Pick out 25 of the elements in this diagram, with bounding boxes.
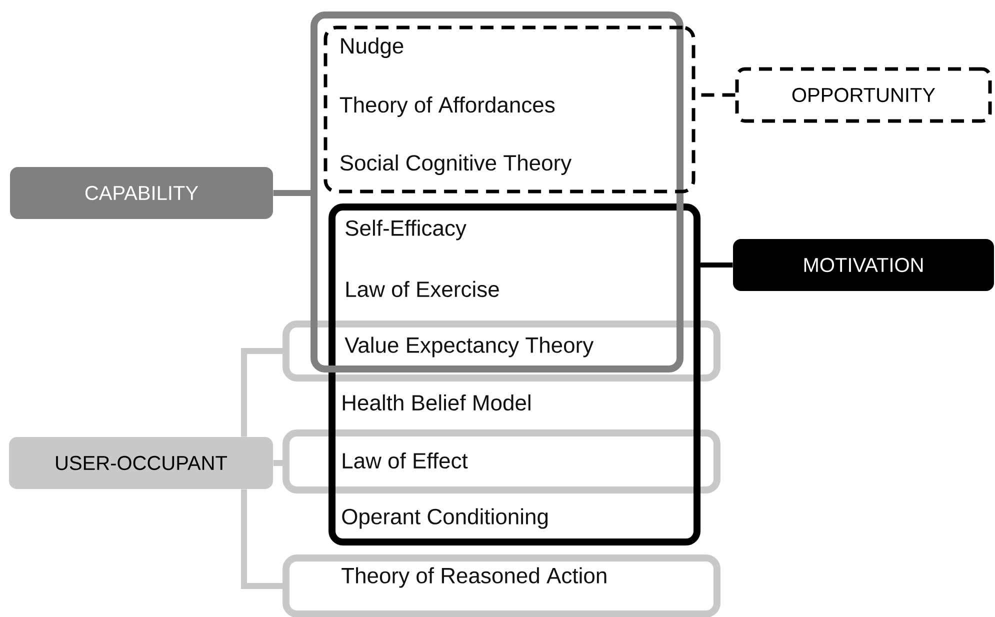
theory-text: Law of Exercise xyxy=(346,280,499,298)
row-frame xyxy=(282,554,720,617)
theory-text: Value Expectancy Theory xyxy=(344,336,594,358)
theory-text: Theory of Affordances xyxy=(340,96,555,117)
connector-line xyxy=(273,460,282,466)
grouping-frame xyxy=(328,204,701,546)
theory-text: Health Belief Model xyxy=(342,394,530,411)
connector-line xyxy=(241,348,282,437)
category-label: CAPABILITY xyxy=(10,167,273,219)
category-label: MOTIVATION xyxy=(733,239,994,291)
grouping-frame xyxy=(310,12,684,372)
theory-text: Self-Efficacy xyxy=(346,220,466,240)
connector-line xyxy=(241,489,282,589)
theory-text: Operant Conditioning xyxy=(342,508,548,529)
connector-line xyxy=(700,262,733,268)
category-label: OPPORTUNITY xyxy=(735,67,992,123)
theory-text: Nudge xyxy=(341,38,404,58)
connector-line xyxy=(273,190,310,196)
theory-text: Law of Effect xyxy=(342,452,468,469)
category-label: USER-OCCUPANT xyxy=(9,437,273,489)
row-frame xyxy=(282,320,720,382)
row-frame xyxy=(282,430,720,494)
theory-text: Theory of Reasoned Action xyxy=(342,567,606,588)
theory-text: Social Cognitive Theory xyxy=(340,154,572,175)
dashed-frame xyxy=(324,26,696,194)
